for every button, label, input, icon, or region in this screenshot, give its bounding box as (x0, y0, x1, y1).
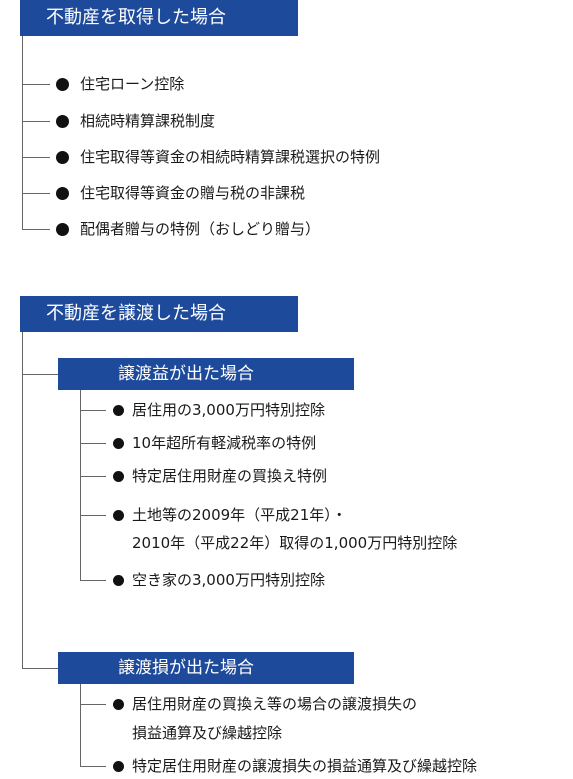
bullet-icon (113, 575, 124, 586)
list-item-continuation: 2010年（平成22年）取得の1,000万円特別控除 (132, 534, 458, 552)
section-header-acquisition: 不動産を取得した場合 (20, 0, 298, 36)
branch-line (80, 766, 106, 767)
branch-line (80, 476, 106, 477)
branch-line (80, 580, 106, 581)
bullet-icon (113, 761, 124, 772)
tree-line-loss (80, 684, 81, 767)
branch-line (80, 443, 106, 444)
branch-line (22, 229, 50, 230)
bullet-icon (113, 438, 124, 449)
branch-line (80, 410, 106, 411)
list-item-continuation: 損益通算及び繰越控除 (132, 724, 283, 742)
list-item: 土地等の2009年（平成21年）・ (132, 506, 347, 524)
list-item: 住宅取得等資金の贈与税の非課税 (80, 184, 306, 202)
bullet-icon (113, 699, 124, 710)
bullet-icon (56, 115, 69, 128)
branch-line (22, 157, 50, 158)
branch-line (80, 515, 106, 516)
list-item: 10年超所有軽減税率の特例 (132, 434, 317, 452)
branch-line (22, 84, 50, 85)
bullet-icon (56, 187, 69, 200)
subsection-header-loss: 譲渡損が出た場合 (58, 652, 354, 684)
list-item: 特定居住用財産の買換え特例 (132, 467, 328, 485)
bullet-icon (56, 78, 69, 91)
list-item: 居住用の3,000万円特別控除 (132, 401, 325, 419)
section-header-transfer: 不動産を譲渡した場合 (20, 296, 298, 332)
branch-line (22, 121, 50, 122)
tree-line-transfer (22, 332, 23, 668)
list-item: 特定居住用財産の譲渡損失の損益通算及び繰越控除 (132, 757, 478, 775)
subsection-header-gain: 譲渡益が出た場合 (58, 358, 354, 390)
bullet-icon (113, 510, 124, 521)
tree-line-gain (80, 390, 81, 581)
list-item: 住宅ローン控除 (80, 75, 185, 93)
list-item: 住宅取得等資金の相続時精算課税選択の特例 (80, 148, 381, 166)
bullet-icon (113, 471, 124, 482)
bullet-icon (56, 223, 69, 236)
bullet-icon (113, 405, 124, 416)
branch-line (80, 704, 106, 705)
branch-line (22, 668, 58, 669)
list-item: 配偶者贈与の特例（おしどり贈与） (80, 220, 321, 238)
bullet-icon (56, 151, 69, 164)
tree-line-acquisition (22, 36, 23, 230)
list-item: 居住用財産の買換え等の場合の譲渡損失の (132, 695, 418, 713)
branch-line (22, 374, 58, 375)
list-item: 相続時精算課税制度 (80, 112, 216, 130)
list-item: 空き家の3,000万円特別控除 (132, 571, 325, 589)
branch-line (22, 193, 50, 194)
